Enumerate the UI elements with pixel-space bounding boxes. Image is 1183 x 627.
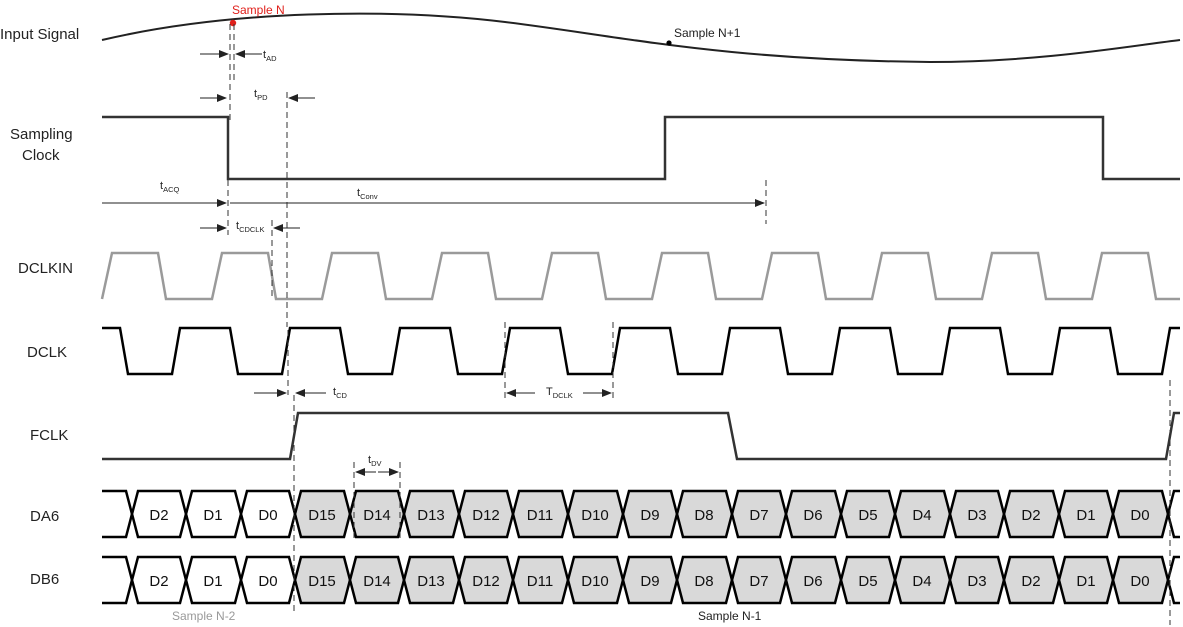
sampling-clock-waveform <box>102 115 1180 181</box>
da6-bit-label: D14 <box>363 507 391 524</box>
da6-bit-label: D10 <box>581 507 609 524</box>
da6-bit-label: D7 <box>749 507 768 524</box>
da6-bit-label: D11 <box>527 507 553 524</box>
da6-bit-label: D1 <box>203 507 222 524</box>
sampling-clock-label-line2: Clock <box>22 147 60 164</box>
db6-bit-label: D3 <box>967 573 986 590</box>
db6-bus-stub <box>102 555 134 605</box>
db6-bit-label: D12 <box>472 573 500 590</box>
da6-bit-label: D3 <box>967 507 986 524</box>
tad-label: tAD <box>263 49 277 63</box>
tpd-label: tPD <box>254 88 268 102</box>
da6-bus-tail <box>1166 489 1180 539</box>
db6-bit-label: D11 <box>527 573 553 590</box>
fclk-waveform <box>102 411 1180 461</box>
da6-bit-label: D8 <box>694 507 713 524</box>
da6-bit-label: D4 <box>912 507 931 524</box>
tconv-label: tConv <box>357 187 378 201</box>
da6-bit-label: D2 <box>1021 507 1040 524</box>
da6-bit-label: D15 <box>308 507 336 524</box>
da6-bit-label: D0 <box>258 507 277 524</box>
db6-bit-label: D0 <box>1130 573 1149 590</box>
sampling-clock-label: Sampling <box>10 126 73 143</box>
db6-bit-label: D15 <box>308 573 336 590</box>
db6-bit-label: D9 <box>640 573 659 590</box>
timing-arrows <box>102 50 765 476</box>
da6-bit-label: D2 <box>149 507 168 524</box>
dclk-label: DCLK <box>27 344 67 361</box>
db6-label: DB6 <box>30 571 59 588</box>
da6-bus-stub <box>102 489 134 539</box>
db6-bit-label: D7 <box>749 573 768 590</box>
dclk-waveform <box>102 326 1180 376</box>
db6-bit-label: D2 <box>149 573 168 590</box>
input-signal-waveform <box>101 12 1181 64</box>
db6-bus-tail <box>1166 555 1180 605</box>
da6-bit-label: D5 <box>858 507 877 524</box>
da6-bit-labels: D2 D1 D0 D15 D14 D13 D12 D11 D10 D9 D8 D… <box>149 507 1149 524</box>
da6-bus <box>102 489 1180 539</box>
db6-bit-label: D2 <box>1021 573 1040 590</box>
db6-bit-label: D6 <box>803 573 822 590</box>
da6-bit-label: D6 <box>803 507 822 524</box>
tdv-label: tDV <box>368 454 381 468</box>
db6-bit-label: D13 <box>417 573 445 590</box>
db6-bit-label: D14 <box>363 573 391 590</box>
sample-n1-label: Sample N+1 <box>674 26 741 40</box>
db6-bit-label: D10 <box>581 573 609 590</box>
da6-bit-label: D1 <box>1076 507 1095 524</box>
db6-bus <box>102 555 1180 605</box>
sample-n1-marker <box>666 40 672 46</box>
fclk-label: FCLK <box>30 427 68 444</box>
reference-lines <box>227 24 1171 625</box>
db6-bit-label: D5 <box>858 573 877 590</box>
tcdclk-label: tCDCLK <box>236 220 265 234</box>
tdclk-label: TDCLK <box>546 386 573 400</box>
db6-bit-labels: D2 D1 D0 D15 D14 D13 D12 D11 D10 D9 D8 D… <box>149 573 1149 590</box>
dclkin-label: DCLKIN <box>18 260 73 277</box>
tcd-label: tCD <box>333 386 347 400</box>
da6-bit-label: D13 <box>417 507 445 524</box>
da6-bit-label: D0 <box>1130 507 1149 524</box>
dclkin-waveform <box>100 251 1180 301</box>
da6-bit-label: D9 <box>640 507 659 524</box>
sample-n-minus-1-label: Sample N-1 <box>698 609 762 623</box>
input-signal-label: Input Signal <box>0 26 79 43</box>
sample-n-marker <box>229 19 237 27</box>
da6-bit-label: D12 <box>472 507 500 524</box>
db6-bit-label: D1 <box>1076 573 1095 590</box>
sample-n-label: Sample N <box>232 3 285 17</box>
db6-bit-label: D0 <box>258 573 277 590</box>
db6-bit-label: D1 <box>203 573 222 590</box>
sample-n-minus-2-label: Sample N-2 <box>172 609 236 623</box>
tacq-label: tACQ <box>160 180 179 194</box>
db6-bit-label: D8 <box>694 573 713 590</box>
da6-label: DA6 <box>30 508 59 525</box>
db6-bit-label: D4 <box>912 573 931 590</box>
